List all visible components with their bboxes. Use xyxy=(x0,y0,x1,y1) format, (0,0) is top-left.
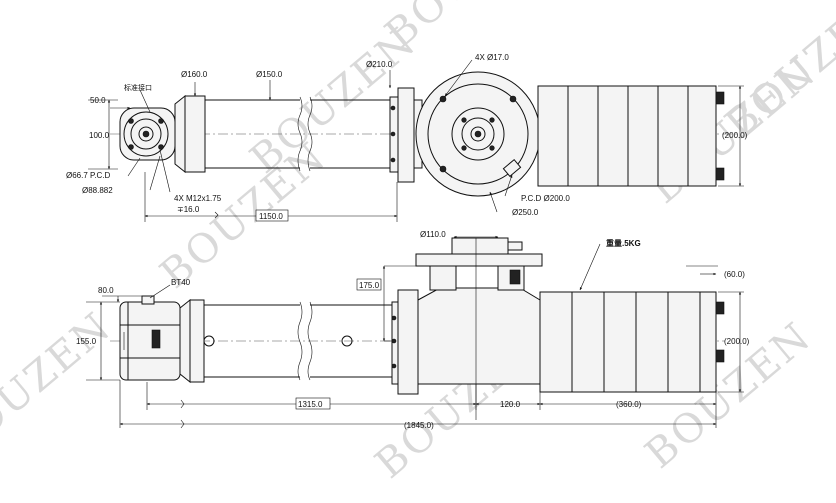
top-dimensions xyxy=(88,59,744,222)
dia-150-label: Ø150.0 xyxy=(256,70,283,79)
dim-175-label: 175.0 xyxy=(359,281,380,290)
adapter-note-label: 标准接口 xyxy=(124,83,152,92)
side-motor xyxy=(539,291,725,393)
dim-155-label: 155.0 xyxy=(76,337,97,346)
dia-210-label: Ø210.0 xyxy=(366,60,393,69)
bolts-m12-label: 4X M12x1.75 xyxy=(174,194,222,203)
weight-label: 重量.5KG xyxy=(606,238,641,248)
watermark-7: BOUZEN xyxy=(0,303,120,467)
len-1315-label: 1315.0 xyxy=(298,400,323,409)
side-flange-housing xyxy=(391,237,543,395)
pcd-200-label: P.C.D Ø200.0 xyxy=(521,194,570,203)
len-120-label: 120.0 xyxy=(500,400,521,409)
pcd-66-label: Ø66.7 P.C.D xyxy=(66,171,111,180)
dia-110-label: Ø110.0 xyxy=(420,230,446,239)
dim-60-label: (60.0) xyxy=(724,270,745,279)
dia-160-label: Ø160.0 xyxy=(181,70,208,79)
top-tool-holder xyxy=(119,94,186,174)
bt40-label: BT40 xyxy=(171,278,191,287)
height-200-top-label: (200.0) xyxy=(722,131,748,140)
side-dimensions xyxy=(86,235,744,429)
dia-250-label: Ø250.0 xyxy=(512,208,539,217)
dim-80-label: 80.0 xyxy=(98,286,114,295)
top-motor xyxy=(537,85,725,187)
dim-100-label: 100.0 xyxy=(89,131,110,140)
len-360-label: (360.0) xyxy=(616,400,642,409)
side-arm-tube xyxy=(189,299,392,383)
dim-50-label: 50.0 xyxy=(90,96,106,105)
holes-17-label: 4X Ø17.0 xyxy=(475,53,509,62)
top-view: 标准接口 50.0 100.0 Ø66.7 P.C.D Ø88.882 Ø160… xyxy=(66,53,748,222)
watermark-8: BOUZEN xyxy=(717,0,836,148)
len-1150-label: 1150.0 xyxy=(259,212,283,221)
depth-16-label: ∓16.0 xyxy=(177,205,200,214)
side-view: Ø110.0 重量.5KG 175.0 80.0 BT40 155.0 (60.… xyxy=(76,230,750,430)
len-1845-label: (1845.0) xyxy=(404,421,434,430)
top-arm-tube xyxy=(184,95,390,173)
height-200-side-label: (200.0) xyxy=(724,337,750,346)
dia-88-label: Ø88.882 xyxy=(82,186,113,195)
watermark-layer: BOUZEN BOUZEN BOUZEN BOUZEN BOUZEN BOUZE… xyxy=(0,0,836,488)
top-turret xyxy=(415,71,541,197)
side-tool-holder xyxy=(119,295,191,384)
